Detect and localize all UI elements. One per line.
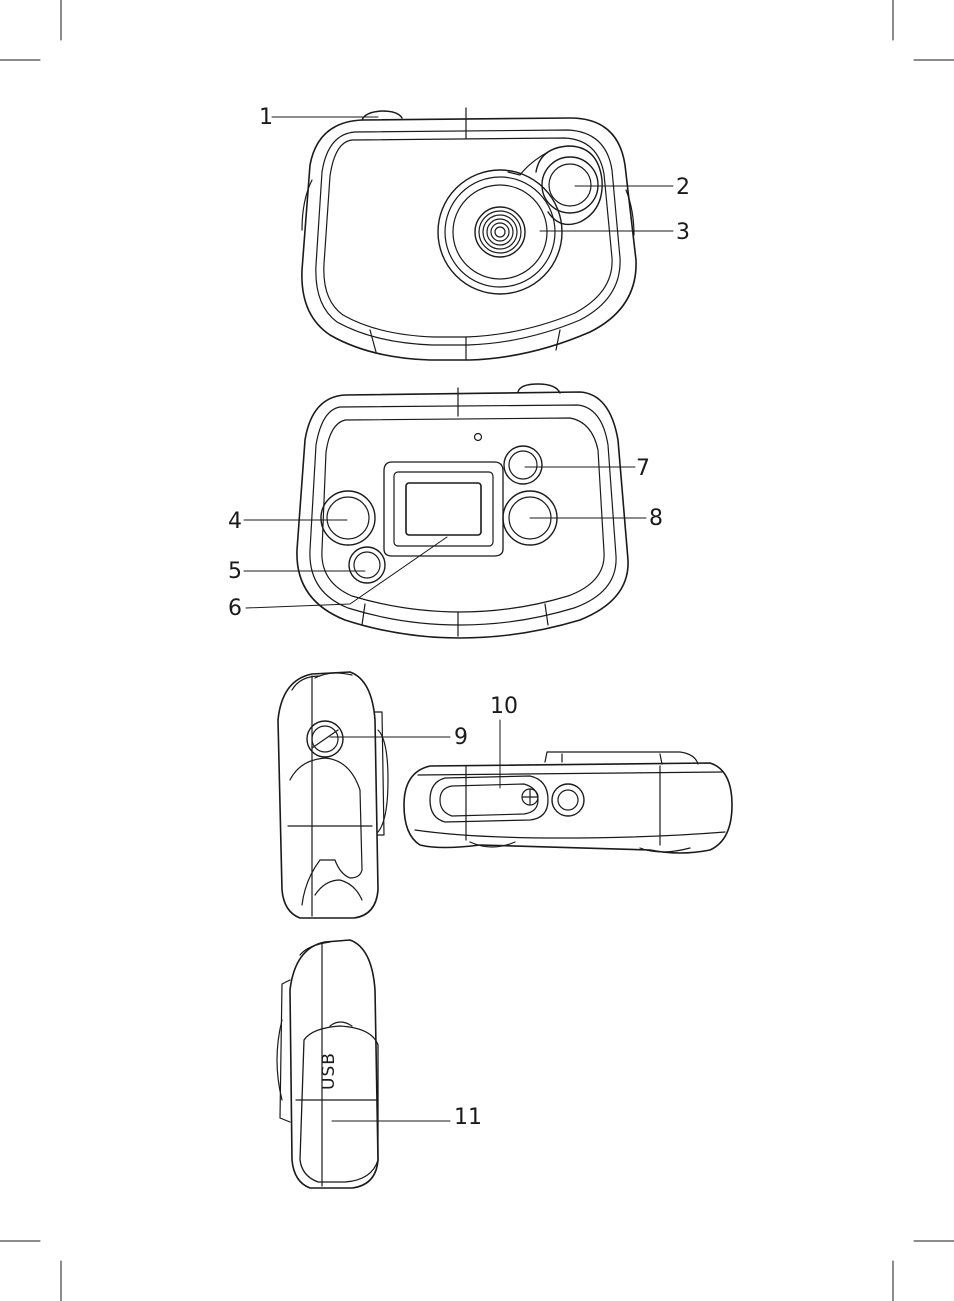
camera-front-view — [302, 108, 636, 360]
camera-back-view — [297, 384, 628, 638]
camera-usb-side-view: USB — [277, 940, 378, 1188]
callout-9: 9 — [454, 725, 468, 750]
camera-bottom-view — [404, 752, 732, 853]
callout-1: 1 — [259, 105, 273, 130]
callout-7: 7 — [636, 456, 650, 481]
callout-11: 11 — [454, 1105, 482, 1130]
callout-8: 8 — [649, 506, 663, 531]
callout-10: 10 — [490, 694, 518, 719]
usb-label: USB — [319, 1052, 339, 1090]
callout-3: 3 — [676, 220, 690, 245]
camera-side-view — [278, 672, 388, 918]
callout-5: 5 — [228, 559, 242, 584]
callout-2: 2 — [676, 175, 690, 200]
callout-labels: 1 2 3 4 5 6 7 8 9 10 11 — [228, 105, 690, 1130]
callout-4: 4 — [228, 509, 242, 534]
callout-6: 6 — [228, 596, 242, 621]
